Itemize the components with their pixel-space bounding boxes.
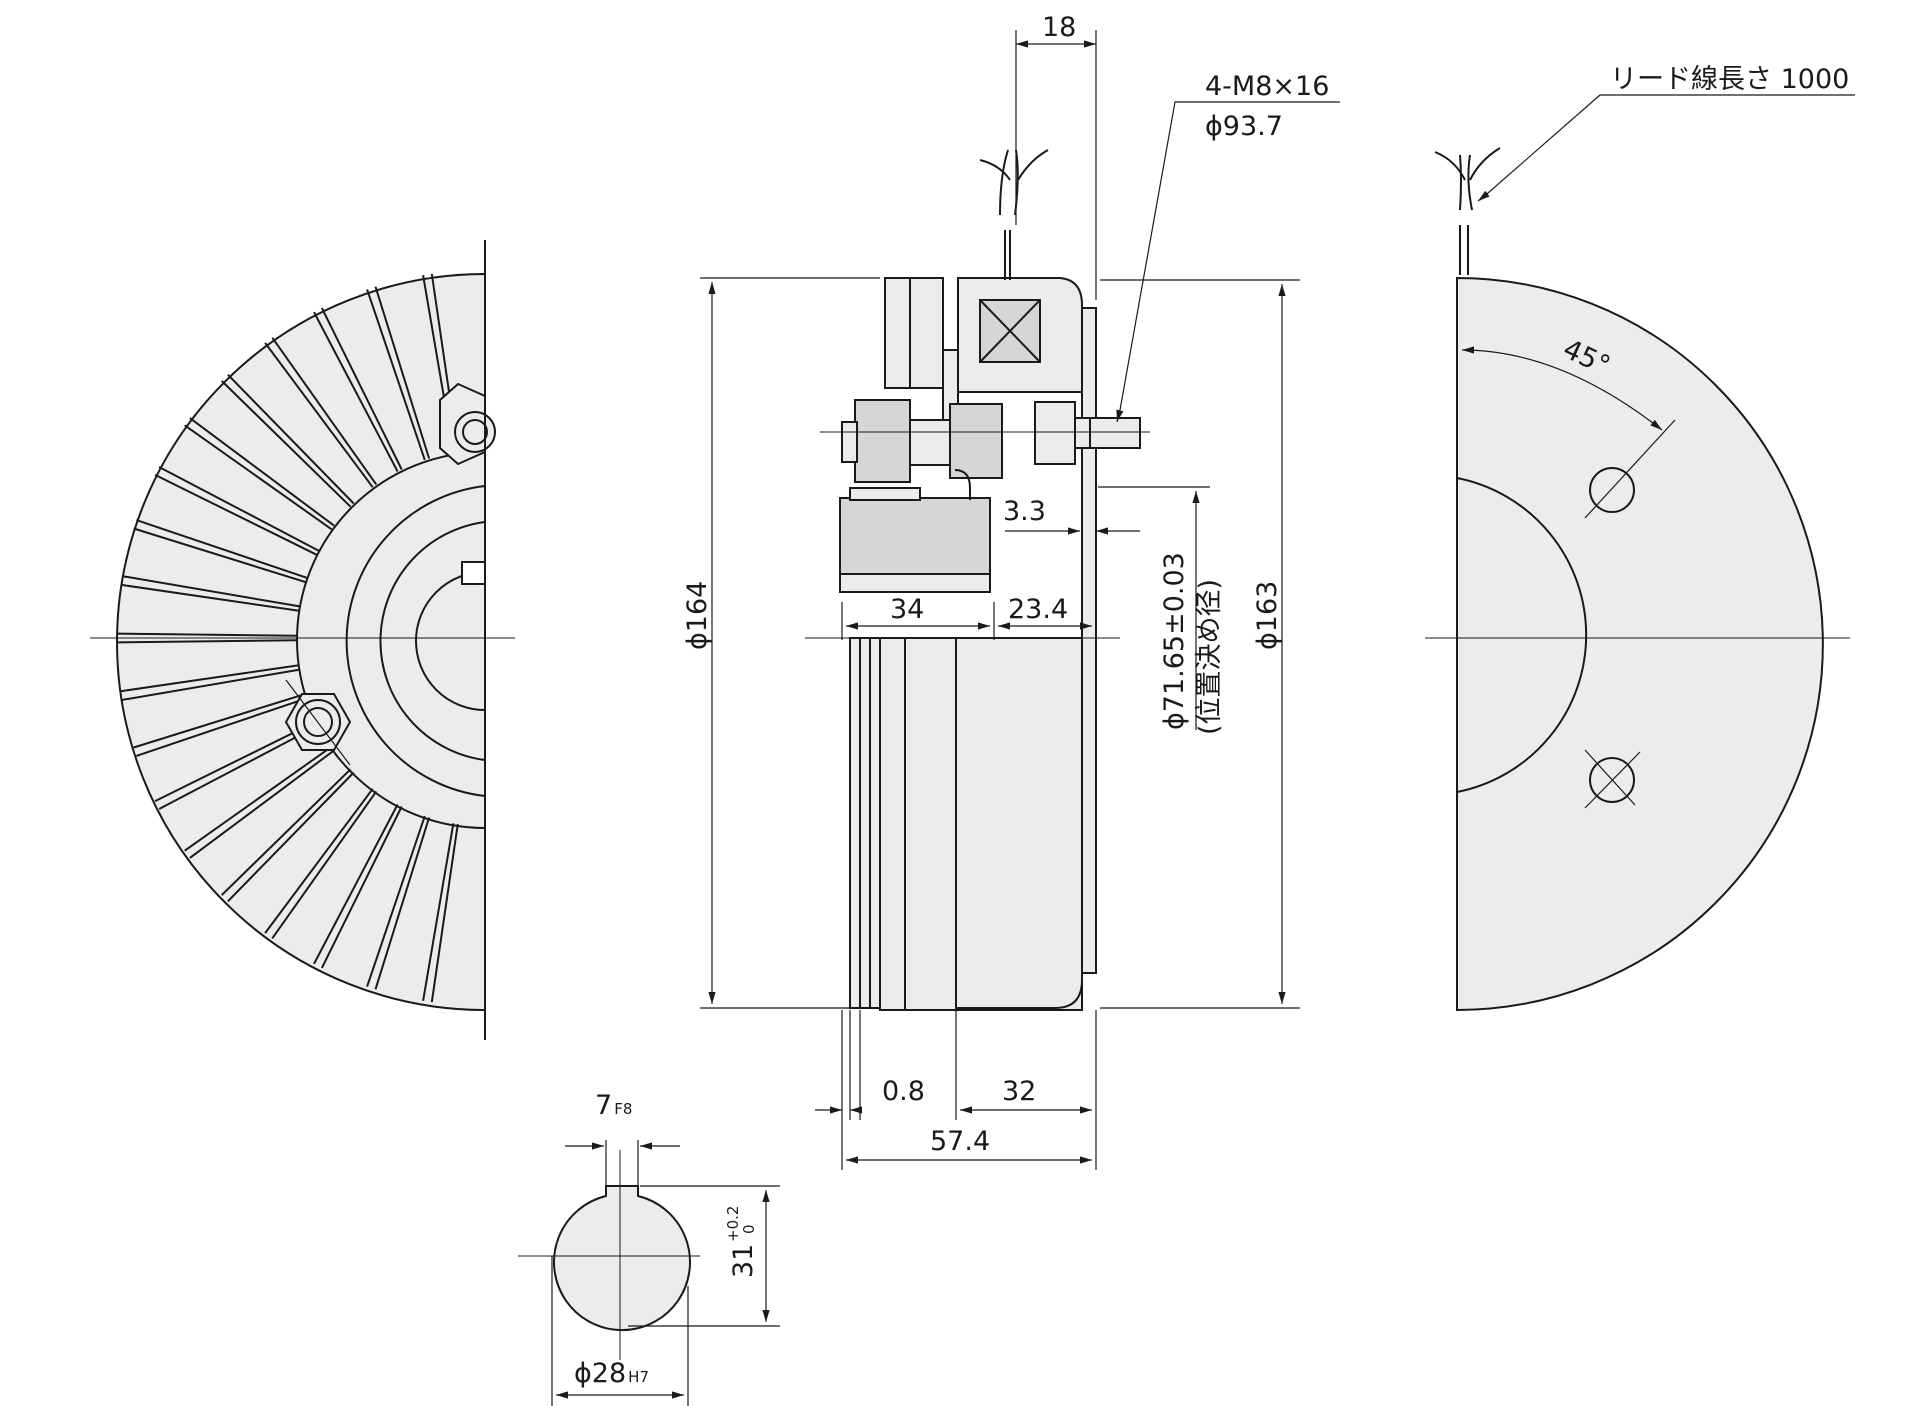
rear-view	[1425, 147, 1850, 1012]
dim-0-8: 0.8	[882, 1076, 925, 1107]
rib-line	[264, 342, 374, 488]
bolt-pcd: ϕ93.7	[1205, 111, 1283, 142]
rib-line	[184, 424, 333, 531]
side-section-view	[805, 149, 1150, 1011]
dim-18: 18	[1042, 12, 1076, 43]
rib-line	[120, 583, 300, 612]
dim-163: ϕ163	[1252, 581, 1283, 650]
nut-bottom	[284, 679, 352, 766]
rib-line	[116, 632, 298, 637]
rib-line	[374, 817, 431, 990]
rib-line	[227, 374, 355, 505]
bolt-spec: 4-M8×16	[1205, 71, 1329, 102]
svg-text:31: 31	[728, 1244, 759, 1278]
radial-ribs	[116, 273, 459, 1003]
rib-line	[133, 527, 306, 584]
dim-164: ϕ164	[682, 581, 713, 650]
rib-line	[264, 788, 374, 934]
key-height: 31 +0.2 0	[724, 1206, 759, 1278]
dim-34: 34	[890, 594, 924, 625]
svg-text:+0.2: +0.2	[724, 1206, 742, 1242]
nut-top	[439, 382, 496, 466]
rib-line	[184, 745, 333, 852]
rib-line	[158, 466, 319, 552]
rib-line	[189, 749, 335, 859]
lead-length: リード線長さ 1000	[1610, 64, 1849, 95]
rib-line	[133, 692, 306, 749]
rib-line	[221, 380, 352, 508]
rib-line	[154, 474, 317, 556]
rib-line	[136, 519, 308, 579]
bore-keyway-detail	[518, 1150, 700, 1360]
rib-line	[122, 668, 300, 701]
rib-line	[422, 823, 455, 1001]
rib-line	[221, 768, 352, 896]
rib-line	[154, 720, 317, 802]
rib-line	[366, 289, 426, 461]
dim-71-65: ϕ71.65±0.03	[1159, 552, 1190, 730]
dim-71-65-note: (位置決め径)	[1194, 579, 1225, 735]
rib-line	[366, 815, 426, 987]
rib-line	[313, 311, 399, 472]
rib-line	[120, 664, 300, 693]
rib-line	[271, 337, 378, 486]
rib-line	[122, 575, 300, 608]
dim-57-4: 57.4	[930, 1126, 990, 1157]
rib-line	[227, 771, 355, 902]
rib-line	[158, 724, 319, 810]
rib-line	[116, 639, 298, 644]
dim-3-3: 3.3	[1003, 496, 1046, 527]
rib-line	[313, 804, 399, 965]
rib-line	[136, 697, 308, 757]
dimension-lines	[551, 30, 1855, 1406]
rib-line	[374, 286, 431, 459]
front-view	[90, 240, 515, 1040]
rib-line	[321, 307, 403, 470]
rib-line	[271, 790, 378, 939]
svg-text:0: 0	[740, 1224, 758, 1234]
rib-line	[189, 417, 335, 527]
rib-line	[430, 823, 459, 1003]
dim-23-4: 23.4	[1008, 594, 1068, 625]
rib-line	[321, 806, 403, 969]
dim-32: 32	[1002, 1076, 1036, 1107]
